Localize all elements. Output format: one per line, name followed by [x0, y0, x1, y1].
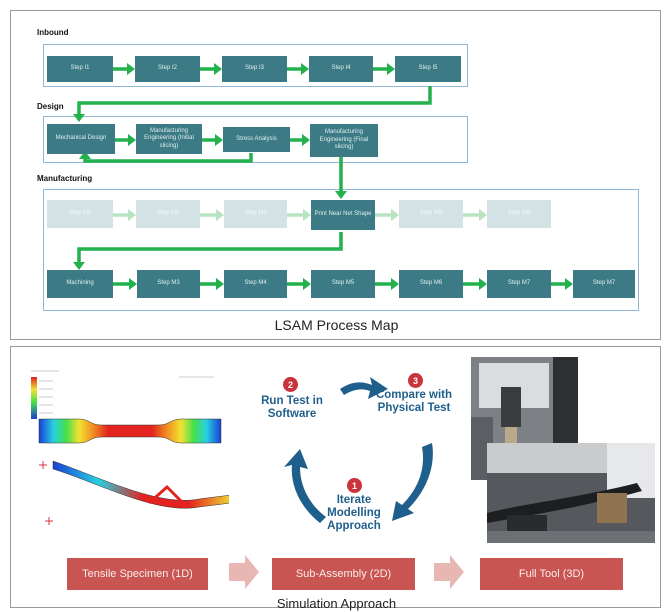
design-mfg-engineering-initial: Manufacturing Engineering (Initial slici… [136, 124, 202, 154]
arrow-i5-design [77, 86, 432, 115]
mfg-machining: Machining [47, 270, 113, 298]
mfg-row1-step-3: Step M3 [224, 200, 287, 228]
design-mfg-engineering-final: Manufacturing Engineering (Final slicing… [310, 124, 378, 157]
cycle-arrow-1-to-2 [284, 449, 326, 523]
cycle-badge-2: 2 [283, 377, 298, 392]
design-stress-analysis: Stress Analysis [223, 127, 290, 152]
cycle-arrow-2-to-3 [340, 377, 388, 399]
arrow-stress-loop [83, 153, 253, 163]
inbound-step-4: Step I4 [309, 56, 373, 82]
mfg-row1-step-2: Step M2 [136, 200, 200, 228]
mfg-row1-step-5: Step M5 [399, 200, 463, 228]
inbound-step-1: Step I1 [47, 56, 113, 82]
mfg-row2-step-4: Step M5 [311, 270, 375, 298]
mfg-row1-step-1: Step M1 [47, 200, 113, 228]
mfg-print-near-net-shape: Print Near Net Shape [311, 200, 375, 230]
stage-tensile-specimen: Tensile Specimen (1D) [67, 558, 208, 590]
mfg-row2-step-2: Step M3 [137, 270, 200, 298]
arrow-print-machining [77, 232, 343, 264]
stage-full-tool: Full Tool (3D) [480, 558, 623, 590]
inbound-step-3: Step I3 [222, 56, 287, 82]
mfg-row2-step-5: Step M6 [399, 270, 463, 298]
process-map-panel: Inbound Design Manufacturing [10, 10, 661, 340]
cycle-badge-1: 1 [347, 478, 362, 493]
simulation-title: Simulation Approach [276, 596, 397, 611]
stage-arrows [229, 555, 464, 589]
mfg-row1-step-6: Step M6 [487, 200, 551, 228]
mfg-row2-step-7: Step M7 [573, 270, 635, 298]
fea-simulation-image [31, 370, 229, 525]
design-mechanical: Mechanical Design [47, 124, 115, 154]
process-map-connectors [73, 63, 573, 290]
cycle-label-compare: Compare with Physical Test [375, 389, 453, 415]
mfg-row2-step-6: Step M7 [487, 270, 551, 298]
inbound-frame [43, 44, 468, 87]
cycle-arrow-3-to-1 [392, 443, 433, 521]
iteration-cycle [284, 377, 433, 523]
process-map-title: LSAM Process Map [274, 317, 399, 333]
physical-test-photo-2 [487, 443, 655, 543]
mfg-row2-step-3: Step M4 [224, 270, 287, 298]
simulation-panel: 2 Run Test in Software 3 Compare with Ph… [10, 346, 661, 611]
section-label-manufacturing: Manufacturing [37, 174, 93, 183]
cycle-label-run-test: Run Test in Software [261, 395, 323, 421]
stage-sub-assembly: Sub-Assembly (2D) [272, 558, 415, 590]
inbound-step-5: Step I5 [395, 56, 461, 82]
section-label-inbound: Inbound [37, 28, 69, 37]
cycle-badge-3: 3 [408, 373, 423, 388]
inbound-step-2: Step I2 [135, 56, 200, 82]
section-label-design: Design [37, 102, 64, 111]
cycle-label-iterate: Iterate Modelling Approach [327, 494, 381, 533]
design-frame [43, 116, 468, 163]
